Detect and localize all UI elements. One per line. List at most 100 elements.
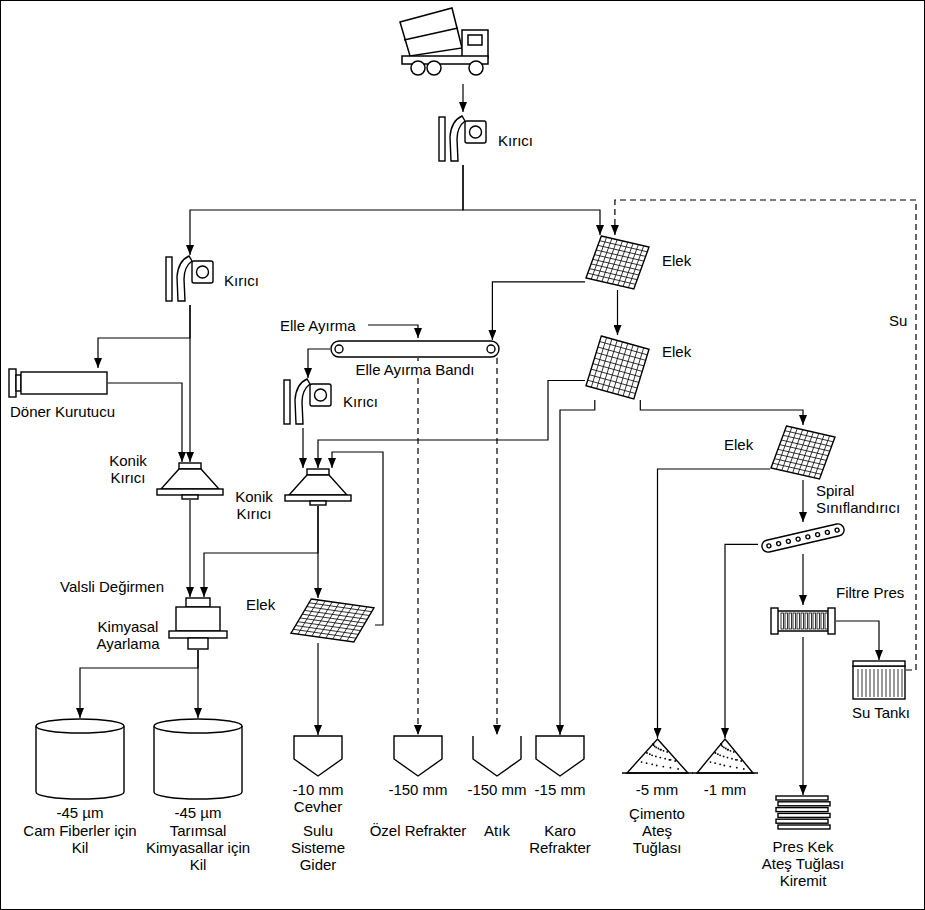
equipment-label: Elek [246, 596, 286, 613]
equipment-label: Spiral Sınıflandırıcı [816, 482, 921, 516]
spiral-classifier-icon [758, 522, 848, 554]
screen: Elek [585, 235, 650, 290]
sorting-belt-icon [330, 340, 500, 358]
press-cake-stack-icon [775, 795, 831, 831]
water-tank-icon [852, 660, 906, 700]
equipment-label: -150 mm [457, 781, 537, 798]
flow-arrow [197, 650, 198, 718]
screen-icon [290, 598, 375, 643]
equipment-label: Elek [662, 252, 712, 269]
equipment-label: Valsli Değirmen [40, 578, 164, 595]
equipment-label: Kırıcı [343, 393, 403, 410]
rotary-dryer-icon [8, 368, 108, 398]
screen: Elek [770, 425, 836, 480]
cone-crusher: Konik Kırıcı [283, 468, 353, 506]
equipment-label: Özel Refrakter [358, 822, 478, 839]
flow-arrow [492, 282, 585, 340]
jaw-crusher: Kırıcı [165, 255, 215, 305]
equipment-label: -150 mm [378, 781, 458, 798]
screen: Elek [290, 598, 375, 643]
screen-icon [585, 235, 650, 290]
equipment-label: -15 mm [525, 781, 595, 798]
flow-arrow [308, 349, 330, 378]
filter-press: Filtre Pres [770, 605, 836, 637]
equipment-label: Sulu Sisteme Gider [283, 822, 353, 873]
roller-mill-icon [168, 597, 228, 650]
screen: Elek [585, 335, 650, 400]
product-silo: -45 µmCam Fiberler için Kil [35, 718, 125, 800]
screen-icon [770, 425, 836, 480]
cone-crusher-icon [283, 468, 353, 506]
flow-arrow [317, 643, 318, 735]
flow-arrow [190, 165, 463, 255]
equipment-label: Elek [724, 436, 766, 453]
equipment-label: Konik Kırıcı [103, 452, 153, 486]
flow-arrow [80, 650, 198, 718]
product-silo-icon [35, 718, 125, 800]
product-silo-icon [153, 718, 243, 800]
equipment-label: -45 µm [20, 804, 140, 821]
equipment-label: Elek [662, 343, 712, 360]
equipment-label: Atık [457, 822, 537, 839]
equipment-label: Döner Kurutucu [10, 403, 150, 420]
equipment-label: Pres Kek Ateş Tuğlası Kiremit [758, 838, 848, 889]
note-label: Elle Ayırma [280, 317, 356, 334]
dashed-flow-line [417, 358, 418, 735]
sorting-belt: Elle Ayırma Bandı [330, 340, 500, 358]
product-silo: -45 µmTarımsal Kimyasallar için Kil [153, 718, 243, 800]
dashed-flow-line [496, 358, 497, 735]
flow-arrow [108, 383, 182, 462]
dump-truck [400, 8, 488, 75]
flow-arrow [658, 469, 771, 738]
spiral-classifier: Spiral Sınıflandırıcı [758, 522, 848, 554]
roller-mill: Valsli DeğirmenKimyasal Ayarlama [168, 597, 228, 650]
product-bin: -10 mmCevherSulu Sisteme Gider [293, 735, 343, 777]
flow-arrow [802, 480, 803, 522]
product-pile-icon [695, 738, 755, 776]
equipment-label: Cam Fiberler için Kil [20, 822, 140, 856]
equipment-label: Cevher [278, 798, 358, 815]
screen-icon [585, 335, 650, 400]
waste-bin-icon [472, 735, 522, 777]
waste-bin: -150 mmAtık [472, 735, 522, 777]
flow-arrow [725, 544, 758, 738]
flow-arrow [640, 400, 803, 425]
jaw-crusher: Kırıcı [438, 115, 488, 165]
flow-arrow [617, 290, 618, 335]
flow-arrow [302, 428, 303, 468]
hand-sort-arrow [368, 325, 418, 338]
flow-arrow [802, 637, 803, 795]
flow-arrow [98, 305, 190, 368]
equipment-label: Filtre Pres [836, 584, 916, 601]
cone-crusher: Konik Kırıcı [155, 462, 225, 500]
flow-arrow [189, 500, 190, 597]
product-bin-icon [393, 735, 443, 777]
product-pile: -1 mm [695, 738, 755, 776]
flow-arrow [318, 381, 585, 469]
flow-arrow [463, 165, 600, 235]
equipment-label: Elle Ayırma Bandı [335, 361, 495, 378]
filter-press-icon [770, 605, 836, 637]
equipment-label: -10 mm [278, 781, 358, 798]
product-pile-icon [625, 738, 690, 776]
equipment-label: Konik Kırıcı [228, 488, 280, 522]
equipment-label: Kimyasal Ayarlama [90, 618, 166, 652]
feed-arrow [462, 84, 463, 112]
equipment-label: Kırıcı [224, 272, 284, 289]
product-bin-icon [293, 735, 343, 777]
flow-arrow [802, 554, 803, 605]
rotary-dryer: Döner Kurutucu [8, 368, 108, 398]
dashed-flow-line [615, 200, 916, 670]
flow-arrow [836, 621, 879, 660]
equipment-label: -45 µm [138, 804, 258, 821]
jaw-crusher-icon [165, 255, 215, 305]
edge-label: Su [889, 312, 907, 329]
flow-arrow [560, 400, 595, 735]
equipment-label: Su Tankı [846, 704, 916, 721]
product-pile: -5 mmÇimento Ateş Tuğlası [625, 738, 690, 776]
equipment-label: Karo Refrakter [520, 822, 600, 856]
press-cake-stack: Pres Kek Ateş Tuğlası Kiremit [775, 795, 831, 831]
jaw-crusher: Kırıcı [283, 378, 333, 428]
cone-crusher-icon [155, 462, 225, 500]
jaw-crusher-icon [283, 378, 333, 428]
